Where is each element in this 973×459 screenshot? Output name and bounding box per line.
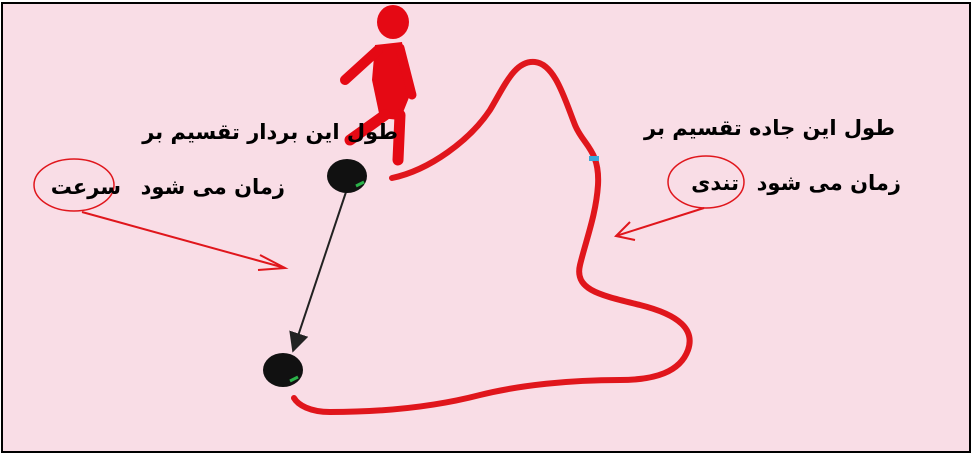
road-marker [589, 156, 599, 161]
walking-person-icon [340, 5, 417, 166]
background-panel [1, 2, 971, 453]
left-caption-line1: طول این بردار تقسیم بر [142, 120, 398, 144]
right-caption-line1: طول این جاده تقسیم بر [644, 116, 895, 140]
highlight-ellipse-left [33, 158, 115, 212]
left-caption-highlight: سرعت [50, 175, 121, 199]
highlight-ellipse-right [667, 155, 745, 209]
ball-icon [263, 353, 303, 387]
pointer-arrow-left [81, 211, 289, 271]
winding-road [291, 58, 693, 416]
pointer-arrow-right [613, 207, 705, 241]
right-caption-line2: زمان می شود [756, 171, 901, 195]
displacement-vector-arrow [289, 191, 347, 353]
right-caption-highlight: تندی [691, 171, 739, 195]
ball-icon [327, 159, 367, 193]
left-caption-line2: زمان می شود [140, 175, 285, 199]
